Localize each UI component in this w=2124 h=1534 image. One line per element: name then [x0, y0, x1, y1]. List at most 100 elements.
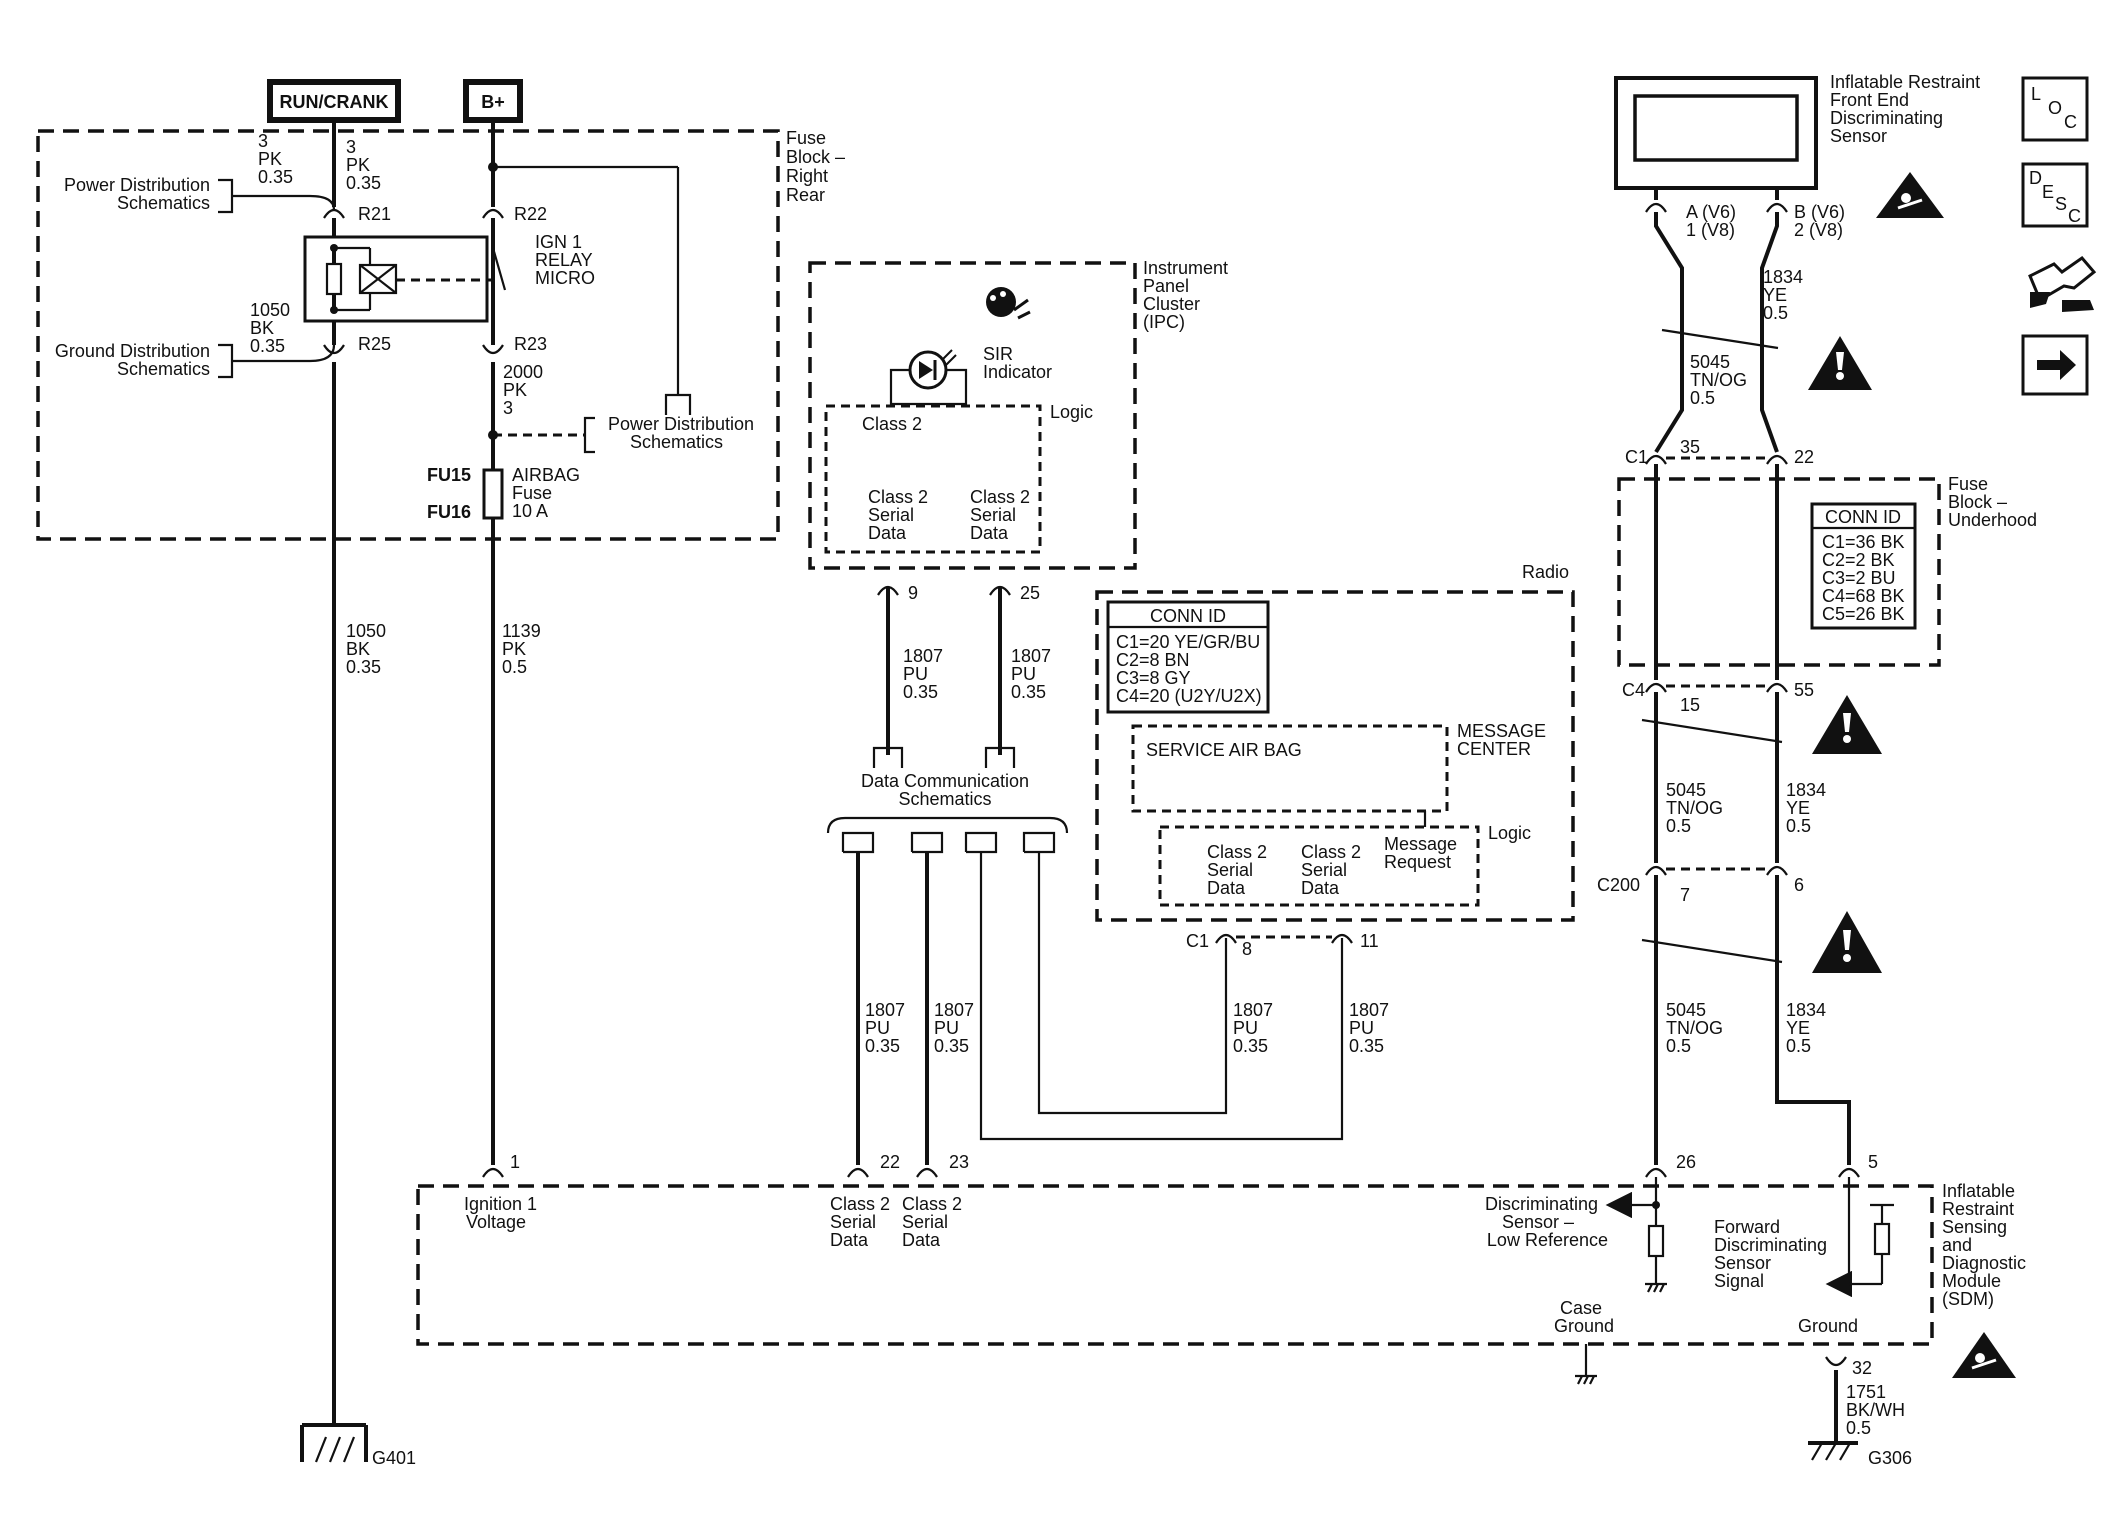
underhood-c4-pins: [1641, 682, 1788, 863]
sdm-gw-color: BK/WH: [1846, 1400, 1905, 1420]
radio-conn-1: C1=20 YE/GR/BU: [1116, 632, 1260, 652]
fuse-block-rear-label-1: Fuse: [786, 128, 826, 148]
power-distribution-link-left[interactable]: Power Distribution Schematics: [64, 175, 336, 214]
ipc-pin-9: 9: [908, 583, 918, 603]
sdm-ign-1: Ignition 1: [464, 1194, 537, 1214]
w3-size: 0.35: [250, 336, 285, 356]
sdm-label-3: Sensing: [1942, 1217, 2007, 1237]
wa-size: 0.35: [903, 682, 938, 702]
sensor-label-4: Sensor: [1830, 126, 1887, 146]
sdm-pin-32: 32: [1852, 1358, 1872, 1378]
wc-circuit: 1807: [865, 1000, 905, 1020]
loc-c: C: [2064, 112, 2077, 132]
sdm-pin-26: 26: [1676, 1152, 1696, 1172]
sdm-ground-label: Ground: [1798, 1316, 1858, 1336]
power-distribution-link-right[interactable]: Power Distribution Schematics: [488, 414, 754, 454]
w3-color: BK: [250, 318, 274, 338]
sdm-pin-22: 22: [880, 1152, 900, 1172]
underhood-c4-label: C4: [1622, 680, 1645, 700]
pk-wire-circuit: 1139: [502, 621, 541, 641]
ground-g401-label: G401: [372, 1448, 416, 1468]
radio-sd-b-2: Serial: [1301, 860, 1347, 880]
w2-color: PK: [346, 155, 370, 175]
underhood-conn-title: CONN ID: [1825, 507, 1901, 527]
b-plus-power-label[interactable]: B+: [463, 79, 523, 123]
airbag-fuse-symbol: [482, 468, 504, 520]
sdm-case-2: Ground: [1554, 1316, 1614, 1336]
underhood-conn-id-table: [1810, 502, 1917, 630]
sdm-fds-3: Sensor: [1714, 1253, 1771, 1273]
wd-circuit: 1807: [934, 1000, 974, 1020]
front-end-discriminating-sensor: Inflatable Restraint Front End Discrimin…: [1614, 72, 1980, 218]
gds-label-1: Ground Distribution: [55, 341, 210, 361]
sensor-pin-a-1: A (V6): [1686, 202, 1736, 222]
fuse-block-right-rear: Fuse Block – Right Rear: [36, 128, 845, 541]
pk-wire-size: 0.5: [502, 657, 527, 677]
fuse-label-3: 10 A: [512, 501, 548, 521]
sdm-ign-2: Voltage: [466, 1212, 526, 1232]
uh-tn2-color: TN/OG: [1666, 1018, 1723, 1038]
underhood-conn-3: C3=2 BU: [1822, 568, 1896, 588]
fuse-block-underhood: Fuse Block – Underhood CONN ID C1=36 BK …: [1617, 464, 2037, 680]
loc-l: L: [2031, 84, 2041, 104]
sdm-sd-b-1: Class 2: [902, 1194, 962, 1214]
sensor-pin-b-2: 2 (V8): [1794, 220, 1843, 240]
sdm-module: Inflatable Restraint Sensing and Diagnos…: [416, 1177, 2026, 1385]
sensor-tn-circuit: 5045: [1690, 352, 1730, 372]
w4-circuit: 2000: [503, 362, 543, 382]
run-crank-power-label[interactable]: RUN/CRANK: [267, 79, 401, 123]
fuse-block-rear-label-4: Rear: [786, 185, 825, 205]
radio-sd-a-2: Serial: [1207, 860, 1253, 880]
c200-pins: [1641, 865, 1851, 1165]
desc-c: C: [2068, 206, 2081, 226]
message-request-2: Request: [1384, 852, 1451, 872]
uh-tn2-circuit: 5045: [1666, 1000, 1706, 1020]
underhood-conn-4: C4=68 BK: [1822, 586, 1905, 606]
sir-indicator-label-1: SIR: [983, 344, 1013, 364]
wb-circuit: 1807: [1011, 646, 1051, 666]
uh-tn-color: TN/OG: [1666, 798, 1723, 818]
message-request-1: Message: [1384, 834, 1457, 854]
sdm-label-2: Restraint: [1942, 1199, 2014, 1219]
radio-conn-title: CONN ID: [1150, 606, 1226, 626]
radio-conn-4: C4=20 (U2Y/U2X): [1116, 686, 1262, 706]
desc-e: E: [2042, 182, 2054, 202]
sdm-pins: 1 22 23 26 5 32 G306: [510, 1152, 1912, 1468]
location-nav-button[interactable]: L O C: [2021, 76, 2089, 142]
sdm-dsl-1: Discriminating: [1485, 1194, 1598, 1214]
underhood-conn-1: C1=36 BK: [1822, 532, 1905, 552]
wrench-repair-icon[interactable]: [2028, 255, 2097, 312]
sdm-label-4: and: [1942, 1235, 1972, 1255]
radio-c1-pins: C1 8 11: [1186, 931, 1379, 959]
fuse-fu16: FU16: [427, 502, 471, 522]
wb-color: PU: [1011, 664, 1036, 684]
radio-module: Radio CONN ID C1=20 YE/GR/BU C2=8 BN C3=…: [1095, 562, 1575, 922]
fuse-block-rear-label-2: Block –: [786, 147, 845, 167]
ground-g306-label: G306: [1868, 1448, 1912, 1468]
ipc-label-1: Instrument: [1143, 258, 1228, 278]
underhood-label-1: Fuse: [1948, 474, 1988, 494]
ipc-sd-a-2: Serial: [868, 505, 914, 525]
radio-pin-8: 8: [1242, 939, 1252, 959]
radio-logic-label: Logic: [1488, 823, 1531, 843]
ipc-sd-b-3: Data: [970, 523, 1009, 543]
ipc-sd-a-3: Data: [868, 523, 907, 543]
underhood-label-3: Underhood: [1948, 510, 2037, 530]
sdm-label-5: Diagnostic: [1942, 1253, 2026, 1273]
uh-ye2-color: YE: [1786, 1018, 1810, 1038]
ipc-pins: 9 25: [877, 583, 1040, 755]
uh-ye-color: YE: [1786, 798, 1810, 818]
next-page-arrow-button[interactable]: [2021, 334, 2089, 396]
sensor-wires: [1645, 188, 1788, 465]
ground-distribution-link[interactable]: Ground Distribution Schematics: [55, 341, 336, 379]
fuse-block-rear-label-3: Right: [786, 166, 828, 186]
sdm-fds-1: Forward: [1714, 1217, 1780, 1237]
c200-pin-6: 6: [1794, 875, 1804, 895]
sdm-label-7: (SDM): [1942, 1289, 1994, 1309]
sdm-sd-a-1: Class 2: [830, 1194, 890, 1214]
ipc-sd-b-1: Class 2: [970, 487, 1030, 507]
description-nav-button[interactable]: D E S C: [2021, 162, 2089, 228]
b-plus-feed-wire: [482, 120, 692, 1178]
data-communication-link[interactable]: Data Communication Schematics: [826, 746, 1069, 854]
relay-label-2: RELAY: [535, 250, 593, 270]
